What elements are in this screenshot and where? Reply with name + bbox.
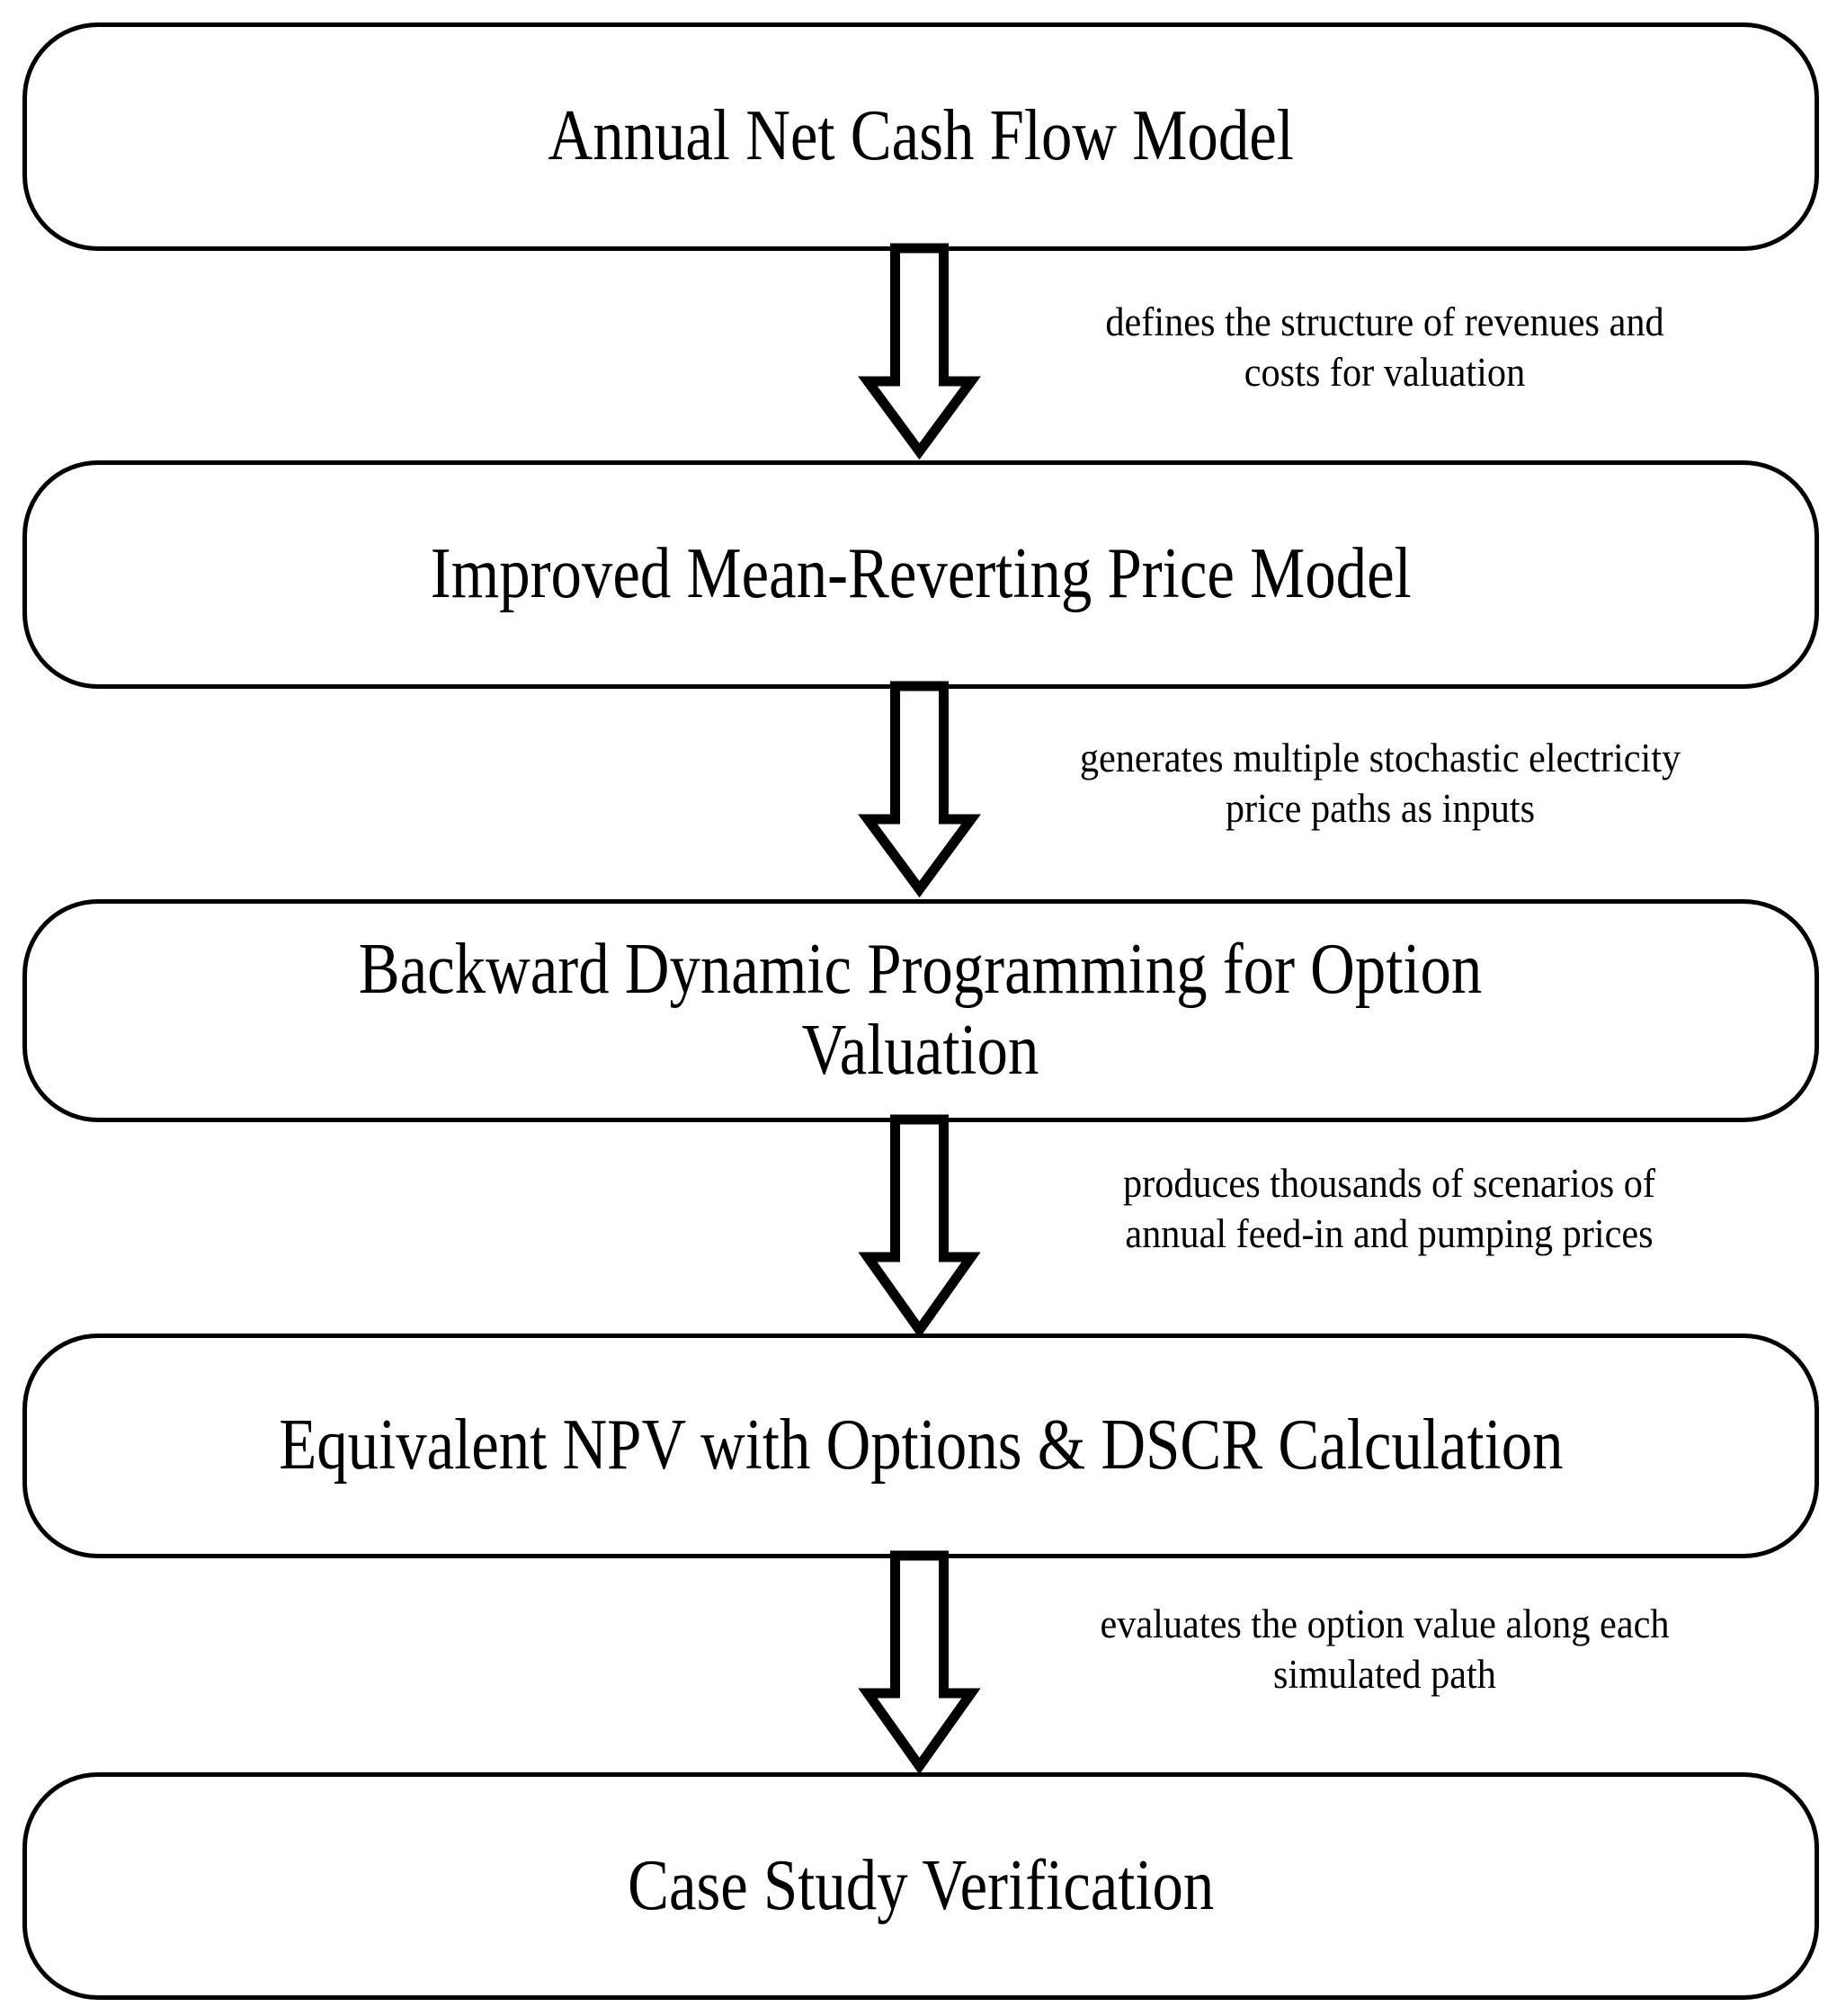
flow-edge-arrow-4 xyxy=(858,1550,981,1775)
flow-node-label: Case Study Verification xyxy=(627,1845,1215,1925)
flow-edge-label-3: produces thousands of scenarios of annua… xyxy=(1122,1161,1656,1257)
flow-node-label: Improved Mean-Reverting Price Model xyxy=(430,534,1412,614)
flow-edge-arrow-1 xyxy=(858,243,981,460)
flow-node-improved-mean-reverting-price-model[interactable]: Improved Mean-Reverting Price Model xyxy=(22,460,1819,689)
arrow-down-icon xyxy=(858,681,981,898)
flow-node-case-study-verification[interactable]: Case Study Verification xyxy=(22,1772,1819,2000)
flow-edge-label-4: evaluates the option value along each si… xyxy=(1100,1601,1670,1698)
flow-node-backward-dynamic-programming-for-option-valuation[interactable]: Backward Dynamic Programming for Option … xyxy=(22,899,1819,1122)
flow-edge-arrow-3 xyxy=(858,1114,981,1339)
flow-node-label: Backward Dynamic Programming for Option … xyxy=(359,930,1483,1090)
flow-edge-label-1: defines the structure of revenues and co… xyxy=(1105,299,1664,396)
flow-node-label: Equivalent NPV with Options & DSCR Calcu… xyxy=(278,1405,1564,1485)
flow-node-annual-net-cash-flow-model[interactable]: Annual Net Cash Flow Model xyxy=(22,22,1819,251)
flow-node-label: Annual Net Cash Flow Model xyxy=(548,96,1294,176)
flow-edge-label-2: generates multiple stochastic electricit… xyxy=(1079,736,1681,832)
flow-edge-arrow-2 xyxy=(858,681,981,898)
arrow-down-icon xyxy=(858,243,981,460)
arrow-down-icon xyxy=(858,1550,981,1775)
flow-node-equivalent-npv-with-options-and-dscr-calculation[interactable]: Equivalent NPV with Options & DSCR Calcu… xyxy=(22,1334,1819,1558)
arrow-down-icon xyxy=(858,1114,981,1339)
